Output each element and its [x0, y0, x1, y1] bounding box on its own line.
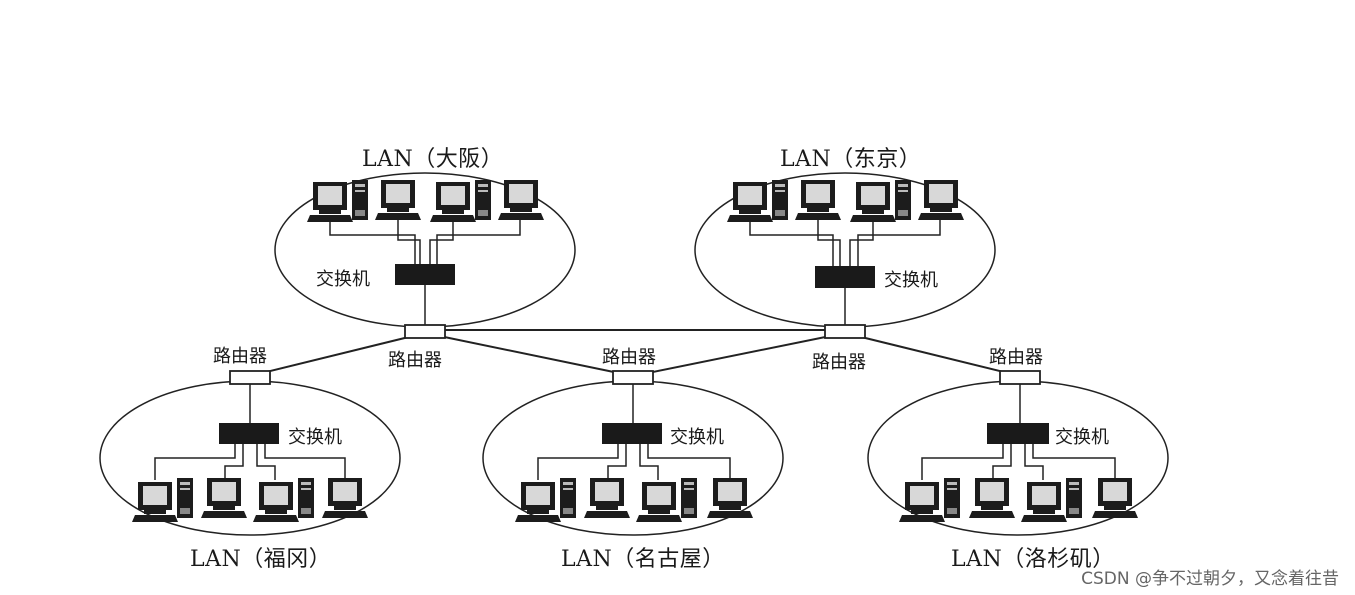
pc-nagoya-1 [515, 482, 561, 522]
switch-osaka-label: 交换机 [316, 269, 370, 290]
pc-la-3 [1021, 482, 1067, 522]
router-nagoya [612, 370, 654, 385]
tower-nagoya-1 [560, 478, 576, 518]
pc-osaka-4 [498, 180, 544, 220]
pc-osaka-3 [430, 182, 476, 222]
tower-tokyo-1 [772, 180, 788, 220]
tower-nagoya-2 [681, 478, 697, 518]
lan-nagoya-label: LAN（名古屋） [561, 547, 725, 572]
tower-fukuoka-1 [177, 478, 193, 518]
lan-tokyo-label: LAN（东京） [780, 147, 922, 172]
tower-osaka-2 [475, 180, 491, 220]
router-la [999, 370, 1041, 385]
wan-links [249, 329, 1021, 377]
pc-osaka-1 [307, 182, 353, 222]
tower-la-2 [1066, 478, 1082, 518]
router-osaka-label: 路由器 [388, 350, 442, 371]
switch-osaka [395, 264, 455, 285]
watermark-text: CSDN @争不过朝夕，又念着往昔 [1081, 569, 1339, 589]
lan-osaka [307, 180, 544, 325]
pc-la-2 [969, 478, 1015, 518]
switch-nagoya [602, 423, 662, 444]
pc-tokyo-2 [795, 180, 841, 220]
pc-fukuoka-3 [253, 482, 299, 522]
router-osaka [404, 324, 446, 339]
pc-fukuoka-1 [132, 482, 178, 522]
tower-fukuoka-2 [298, 478, 314, 518]
pc-nagoya-2 [584, 478, 630, 518]
switch-tokyo [815, 266, 875, 288]
router-tokyo-label: 路由器 [812, 352, 866, 373]
lan-fukuoka-label: LAN（福冈） [190, 547, 332, 572]
tower-tokyo-2 [895, 180, 911, 220]
pc-la-4 [1092, 478, 1138, 518]
lan-la [899, 384, 1138, 522]
pc-nagoya-3 [636, 482, 682, 522]
pc-fukuoka-4 [322, 478, 368, 518]
switch-la-label: 交换机 [1055, 427, 1109, 448]
tower-osaka-1 [352, 180, 368, 220]
router-fukuoka-label: 路由器 [213, 346, 267, 367]
pc-la-1 [899, 482, 945, 522]
lan-osaka-label: LAN（大阪） [362, 147, 504, 172]
pc-tokyo-1 [727, 182, 773, 222]
lan-tokyo [727, 180, 964, 325]
pc-osaka-2 [375, 180, 421, 220]
switch-nagoya-label: 交换机 [670, 427, 724, 448]
switch-fukuoka-label: 交换机 [288, 427, 342, 448]
lan-la-label: LAN（洛杉矶） [951, 547, 1115, 572]
tower-la-1 [944, 478, 960, 518]
router-la-label: 路由器 [989, 347, 1043, 368]
switch-tokyo-label: 交换机 [884, 270, 938, 291]
switch-la [987, 423, 1049, 444]
pc-fukuoka-2 [201, 478, 247, 518]
lan-nagoya [515, 384, 753, 522]
router-nagoya-label: 路由器 [602, 347, 656, 368]
pc-tokyo-4 [918, 180, 964, 220]
pc-tokyo-3 [850, 182, 896, 222]
lan-fukuoka [132, 384, 368, 522]
pc-nagoya-4 [707, 478, 753, 518]
router-tokyo [824, 324, 866, 339]
switch-fukuoka [219, 423, 279, 444]
router-fukuoka [229, 370, 271, 385]
